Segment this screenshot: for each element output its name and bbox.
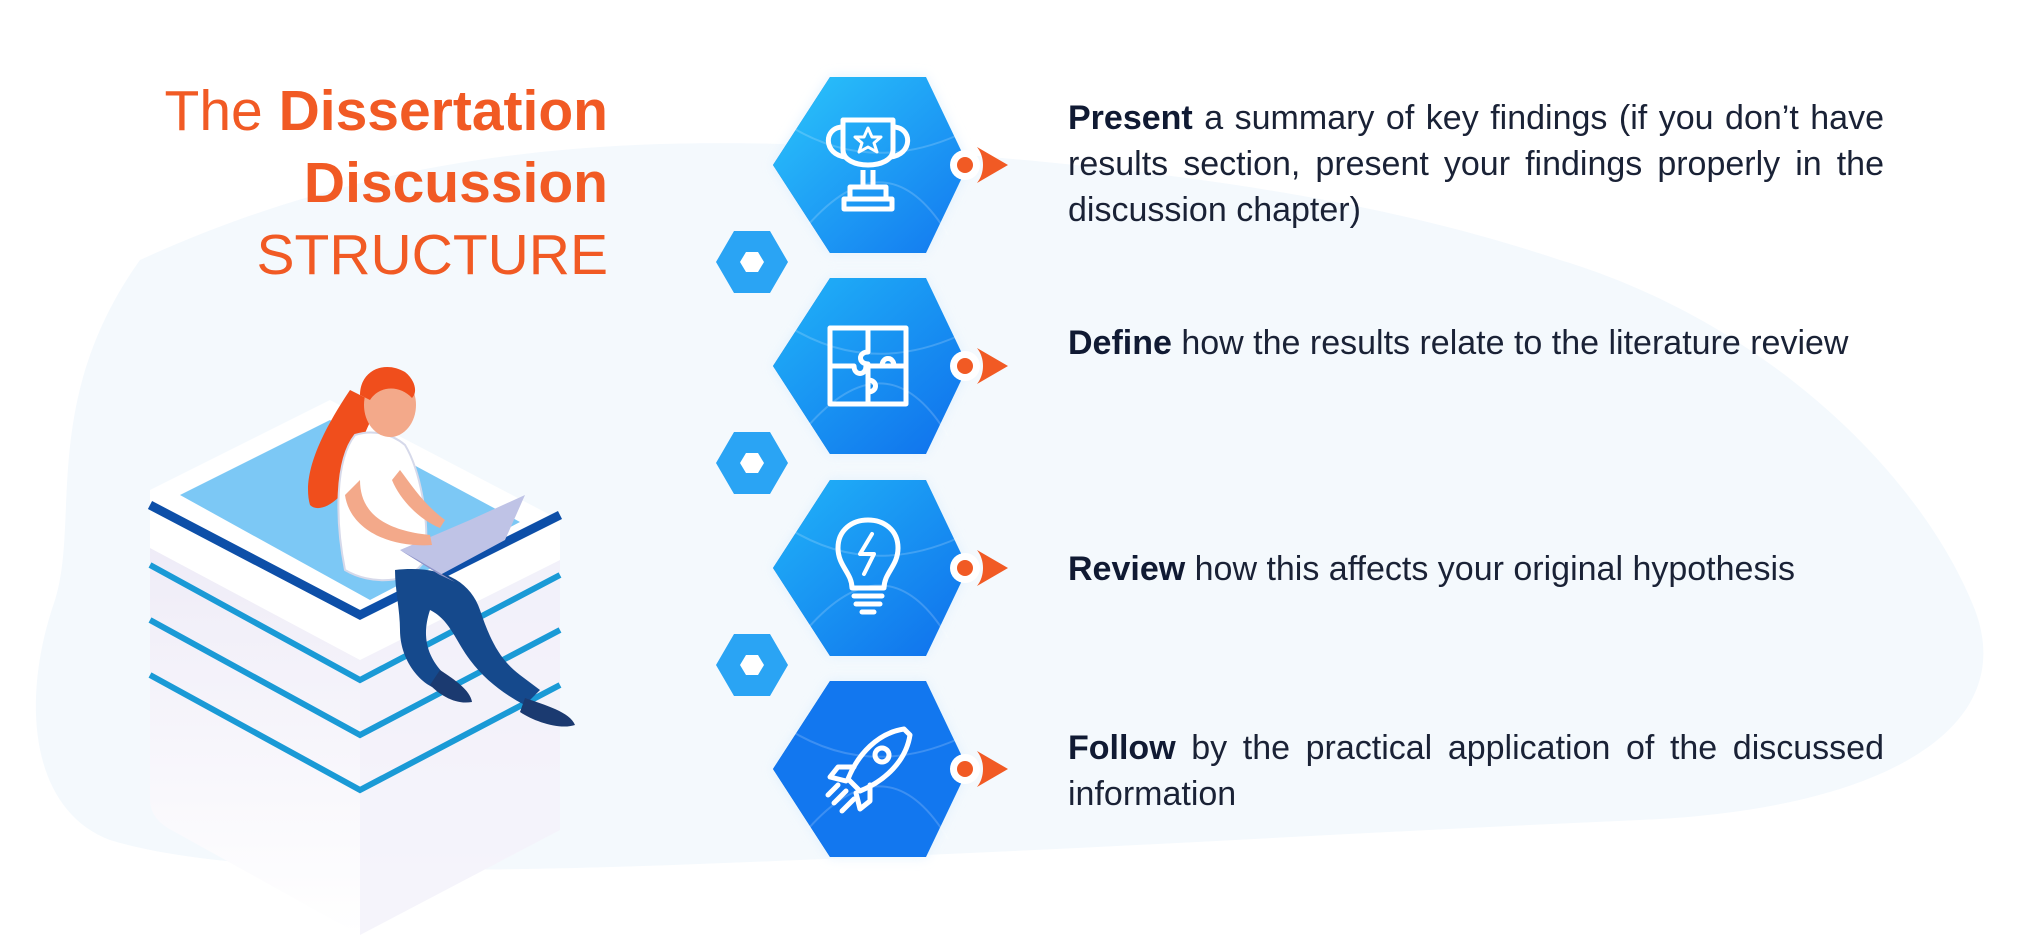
step-3-description: how this affects your original hypothesi… [1185,550,1795,588]
step-4-hexagon [773,681,968,857]
puzzle-icon [827,325,909,407]
step-3-hexagon [773,480,968,656]
title-line-3: STRUCTURE [165,219,609,291]
step-2-hexagon [773,278,968,454]
step-2-description: how the results relate to the literature… [1171,324,1849,362]
woman-shoe [520,698,575,727]
stack-stripe [148,562,562,684]
step-3-text: Review how this affects your original hy… [1068,546,1884,592]
step-4-description: by the practical application of the disc… [1068,729,1884,813]
woman-legs [395,569,540,705]
orange-pointer [950,348,1008,384]
laptop [400,495,525,575]
step-4-text: Follow by the practical application of t… [1068,725,1884,817]
orange-pointer [950,751,1008,787]
woman-arm [345,480,432,546]
step-1-description: a summary of key findings (if you don’t … [1068,99,1884,229]
step-1-keyword: Present [1068,99,1193,137]
connector-node [716,634,788,696]
title-part-structure: STRUCTURE [256,223,609,287]
step-4-keyword: Follow [1068,729,1176,767]
orange-pointer [950,550,1008,586]
title-part-the: The [164,79,263,143]
stack-stripe [148,672,562,794]
step-3-keyword: Review [1068,550,1186,588]
title-line-2: Discussion [165,147,608,219]
title-part-dissertation: Dissertation [278,79,608,143]
woman-hair [308,390,380,509]
connector-node [716,432,788,494]
rocket-icon [825,726,913,814]
orange-pointer [950,147,1008,183]
woman-arm [392,470,445,528]
diagram-title: The Dissertation Discussion STRUCTURE [165,75,609,291]
step-2-text: Define how the results relate to the lit… [1068,320,1884,366]
connector-node [716,231,788,293]
woman-laptop-illustration [147,366,575,935]
step-1-text: Present a summary of key findings (if yo… [1068,95,1884,233]
woman-shoe [430,670,472,703]
lightbulb-icon [835,517,901,615]
title-part-discussion: Discussion [303,151,608,215]
title-line-1: The Dissertation [165,75,609,147]
step-1-hexagon [773,77,968,253]
trophy-icon [825,117,911,212]
step-2-keyword: Define [1068,324,1172,362]
